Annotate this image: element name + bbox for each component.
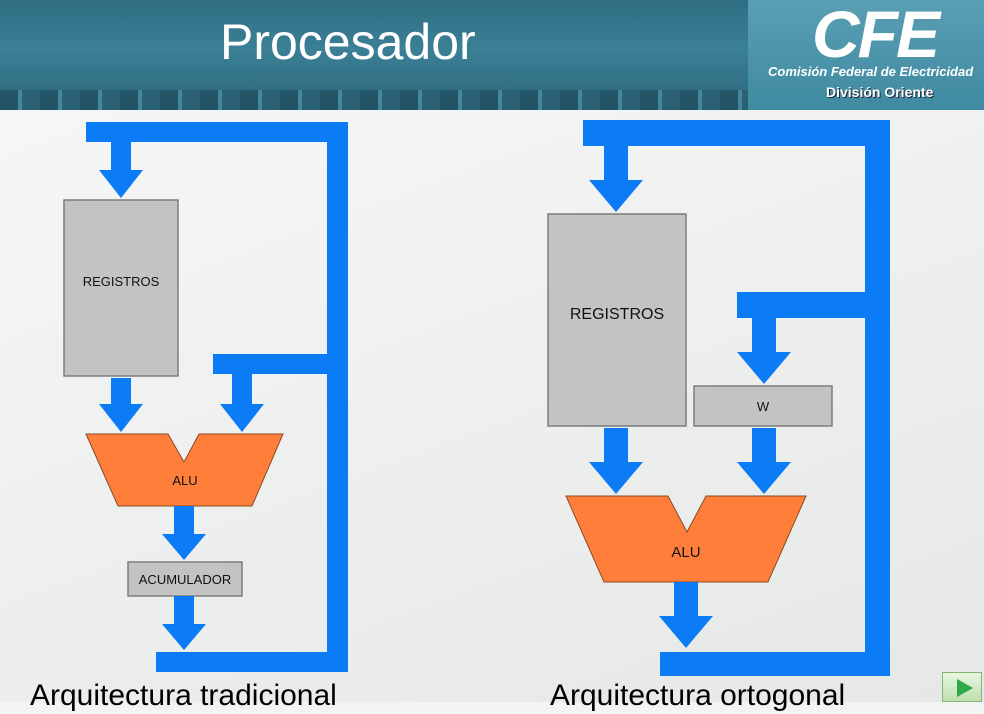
left-arrow-registros-to-alu	[99, 378, 143, 432]
left-arrow-bus-to-alu	[220, 374, 264, 432]
cfe-logo-line2: División Oriente	[826, 84, 934, 100]
left-arrow-acumulador-to-bus	[162, 596, 206, 650]
cfe-logo	[748, 0, 984, 110]
left-registros-label: REGISTROS	[83, 274, 160, 289]
caption-traditional: Arquitectura tradicional	[30, 679, 337, 712]
left-registros-box	[63, 199, 179, 377]
right-arrow-w-to-alu	[737, 428, 791, 494]
right-arrow-to-registros	[589, 146, 643, 212]
left-acumulador-label: ACUMULADOR	[139, 572, 231, 587]
next-slide-button[interactable]	[942, 672, 982, 702]
right-arrow-bus-to-w	[737, 318, 791, 384]
right-alu-label: ALU	[671, 544, 700, 561]
right-arrow-alu-to-bus	[659, 582, 713, 648]
cfe-logo-line1: Comisión Federal de Electricidad	[768, 64, 974, 79]
left-arrow-alu-to-acumulador	[162, 506, 206, 560]
right-w-box	[693, 385, 833, 427]
slide-title: Procesador	[220, 14, 476, 70]
left-alu-label: ALU	[172, 473, 197, 488]
traditional-architecture: REGISTROS ALU ACUMULADOR	[63, 122, 348, 672]
caption-orthogonal: Arquitectura ortogonal	[550, 679, 846, 712]
right-registros-box	[547, 213, 687, 427]
cfe-logo-mark: CFE	[812, 0, 940, 71]
right-registros-label: REGISTROS	[570, 306, 664, 323]
play-arrow-icon	[957, 679, 973, 697]
right-arrow-registros-to-alu	[589, 428, 643, 494]
left-alu-shape	[85, 433, 284, 507]
left-arrow-to-registros	[99, 142, 143, 198]
orthogonal-architecture: REGISTROS W ALU	[547, 120, 890, 676]
left-acumulador-box	[127, 561, 243, 597]
right-w-label: W	[757, 399, 770, 414]
header-texture	[0, 90, 750, 110]
right-alu-shape	[565, 495, 807, 583]
